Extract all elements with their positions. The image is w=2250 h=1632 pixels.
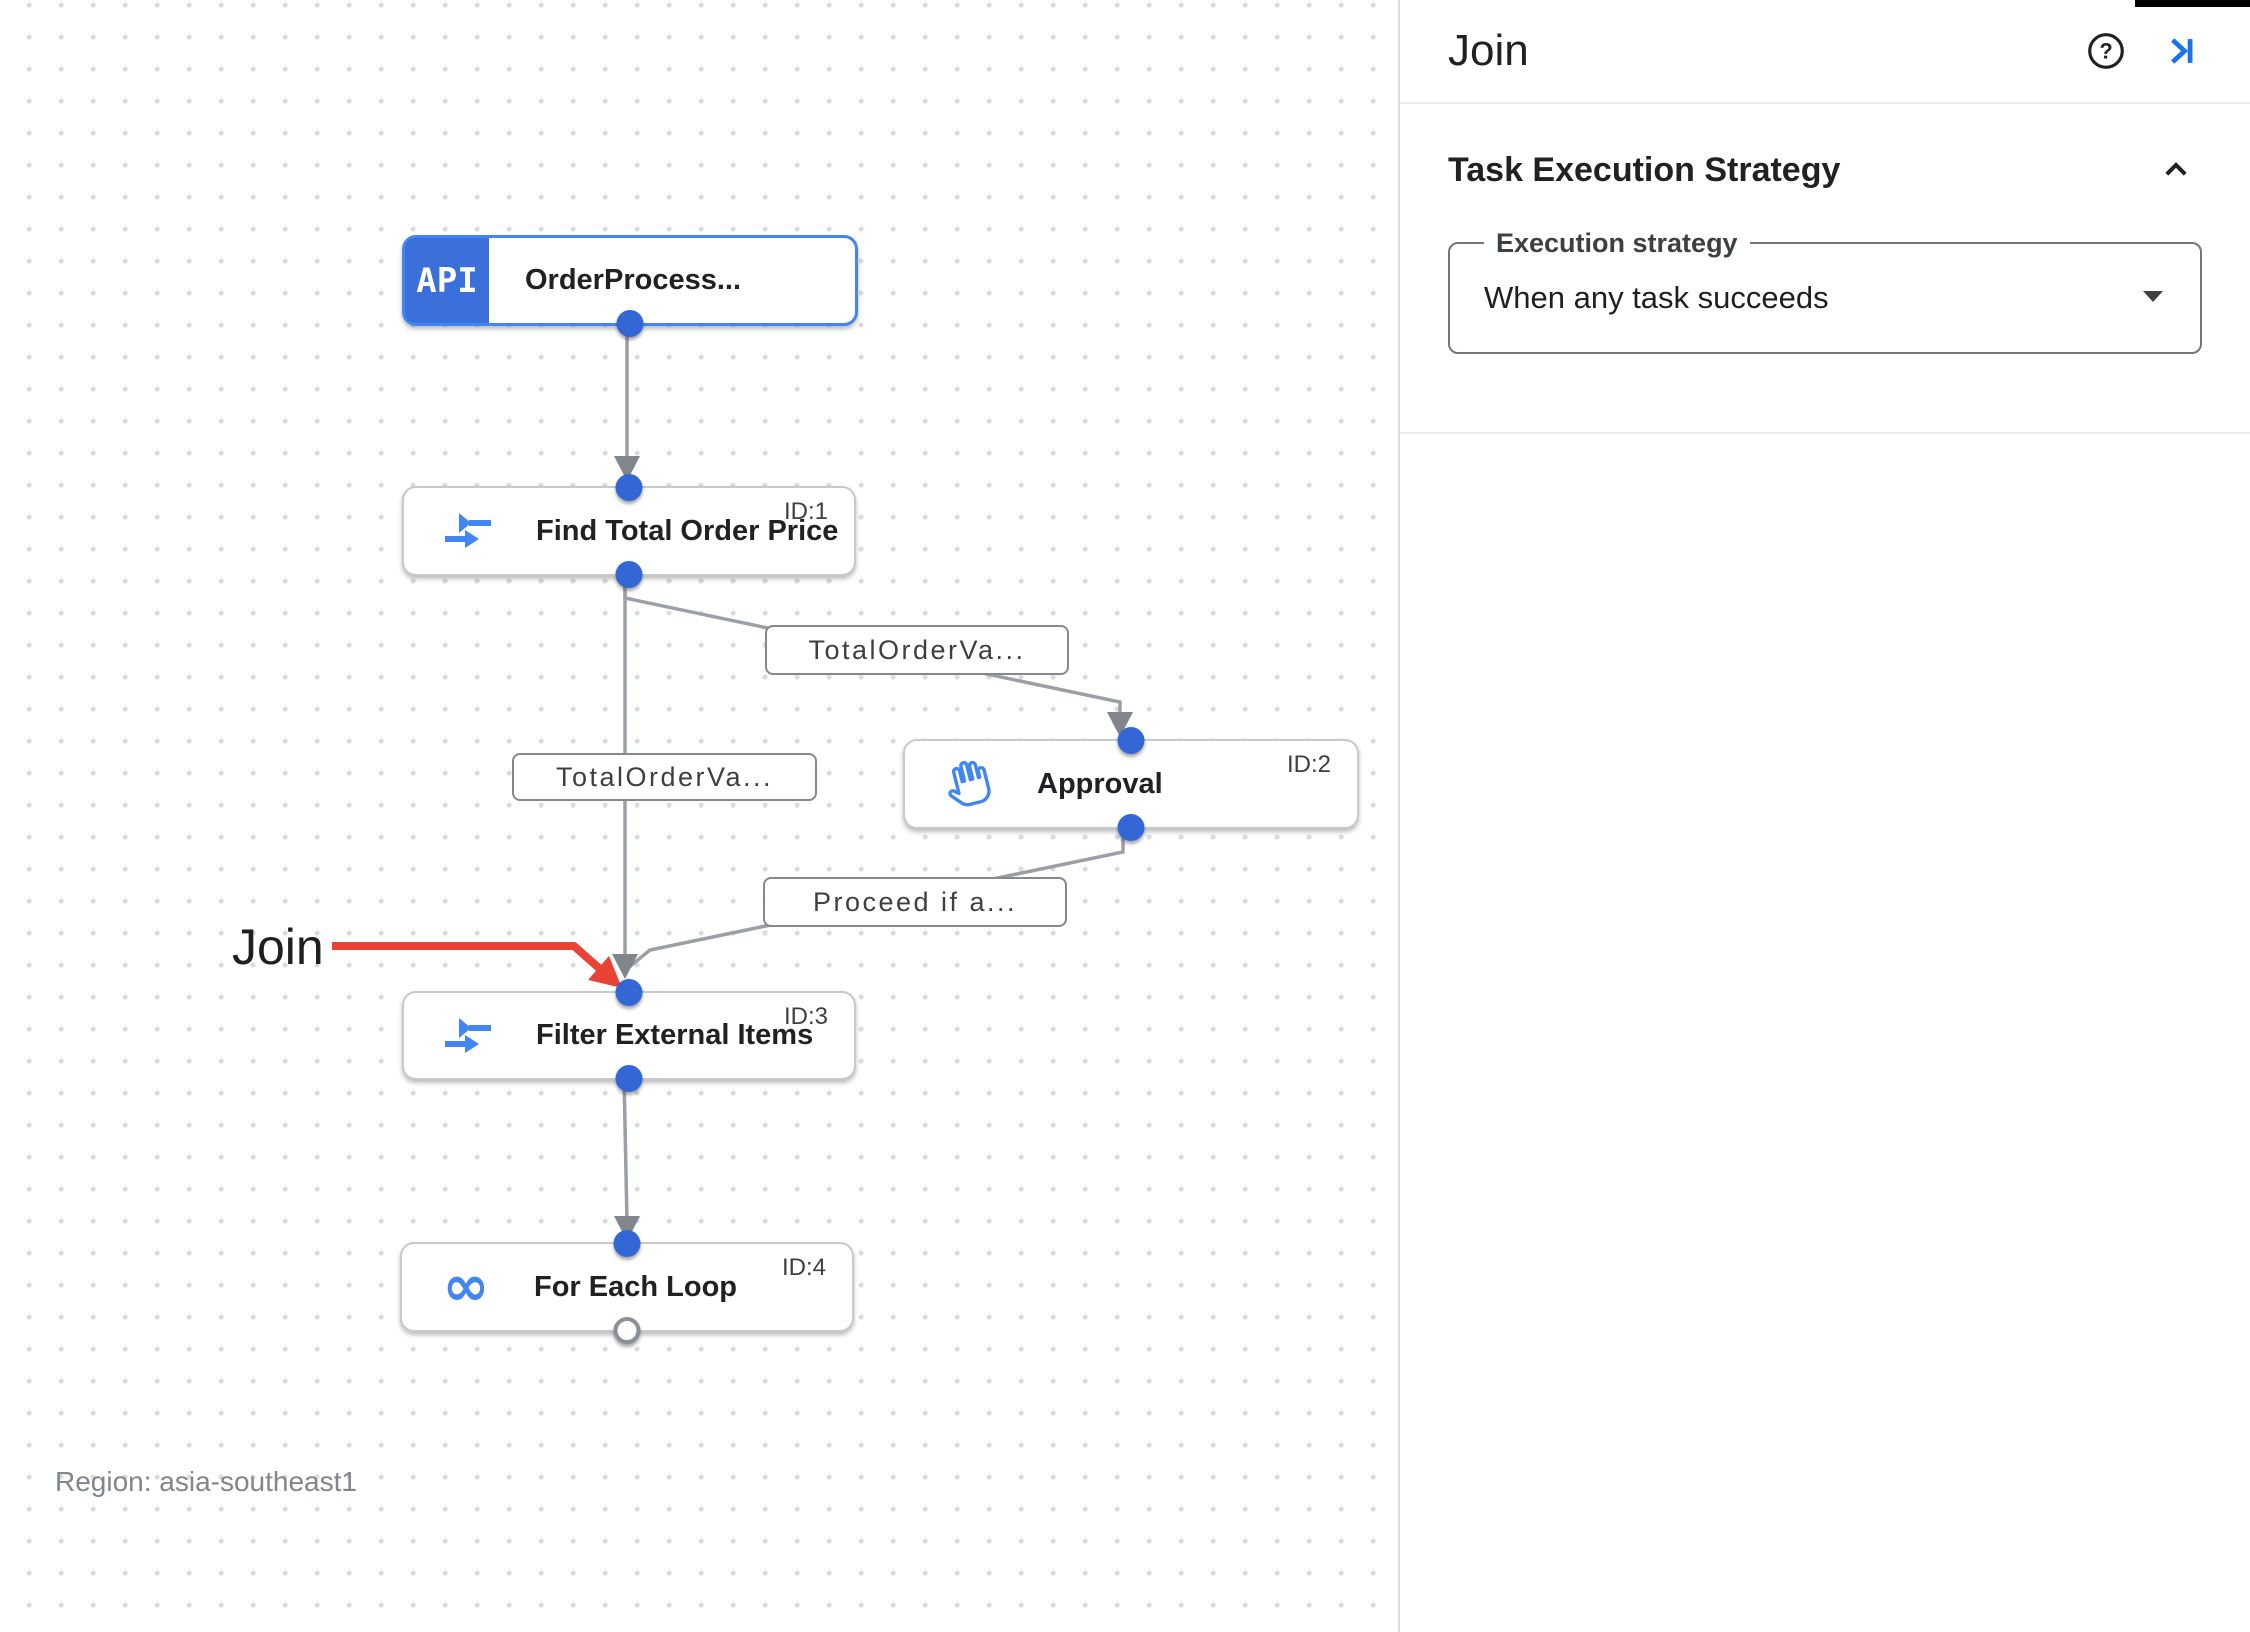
loop-icon: ∞ (442, 1254, 490, 1319)
connector-dot[interactable] (615, 1065, 643, 1092)
execution-strategy-label: Execution strategy (1484, 228, 1750, 259)
window-edge-artifact (2135, 0, 2250, 7)
connector-dot[interactable] (615, 979, 643, 1006)
node-id-badge: ID:2 (1286, 751, 1331, 778)
connector-dot[interactable] (616, 310, 644, 337)
arrowhead (612, 954, 638, 979)
arrowhead (614, 1216, 640, 1241)
connector-dot-empty[interactable] (613, 1317, 641, 1344)
connector-dot[interactable] (615, 561, 643, 588)
connector-dot[interactable] (613, 1230, 641, 1257)
help-icon[interactable]: ? (2080, 25, 2132, 77)
node-title: Filter External Items (536, 1019, 814, 1051)
region-label: Region: asia-southeast1 (55, 1466, 357, 1497)
workflow-canvas[interactable]: TotalOrderVa... TotalOrderVa... Proceed … (0, 0, 1400, 1632)
node-id-badge: ID:3 (783, 1003, 828, 1030)
node-id-badge: ID:1 (783, 498, 828, 525)
node-title: Find Total Order Price (536, 514, 839, 547)
chevron-down-icon (2140, 287, 2166, 310)
section-title: Task Execution Strategy (1448, 150, 1841, 189)
connector-dot[interactable] (615, 474, 643, 501)
hand-icon (937, 760, 1001, 808)
node-order-process-trigger[interactable]: API OrderProcess... (402, 235, 858, 337)
join-annotation-arrow (332, 942, 622, 988)
config-panel: Join ? Task Execution Strategy (1398, 0, 2250, 1632)
connector-dot[interactable] (1117, 814, 1145, 841)
node-approval[interactable]: ID:2 Approval (903, 727, 1359, 841)
join-annotation-text: Join (232, 919, 324, 975)
data-mapping-icon (436, 511, 500, 551)
collapse-panel-icon[interactable] (2154, 25, 2206, 77)
node-filter-external-items[interactable]: ID:3 Filter External Items (402, 979, 856, 1092)
arrowhead (1107, 712, 1133, 737)
chevron-up-icon[interactable] (2150, 144, 2202, 196)
execution-strategy-value: When any task succeeds (1484, 280, 1829, 315)
panel-title: Join (1448, 26, 1529, 75)
node-title: Approval (1037, 767, 1163, 800)
connector-dot[interactable] (1117, 727, 1145, 754)
edge-label-total-order-value-right[interactable]: TotalOrderVa... (765, 625, 1069, 675)
edge-label-total-order-value-left[interactable]: TotalOrderVa... (512, 753, 817, 801)
edge-filter-to-foreach (622, 1075, 629, 1223)
api-trigger-icon: API (405, 238, 489, 323)
node-find-total-order-price[interactable]: ID:1 Find Total Order Price (402, 474, 856, 588)
execution-strategy-select[interactable]: Execution strategy When any task succeed… (1448, 228, 2202, 354)
node-title: For Each Loop (534, 1270, 737, 1303)
node-id-badge: ID:4 (781, 1254, 826, 1281)
task-execution-strategy-section: Task Execution Strategy Execution strate… (1400, 104, 2250, 434)
svg-text:?: ? (2099, 39, 2112, 64)
edge-label-proceed-if[interactable]: Proceed if a... (763, 877, 1067, 927)
data-mapping-icon (436, 1016, 500, 1056)
arrowhead (614, 456, 640, 481)
node-title: OrderProcess... (525, 264, 741, 296)
config-panel-header: Join ? (1400, 0, 2250, 104)
node-for-each-loop[interactable]: ID:4 ∞ For Each Loop (400, 1230, 854, 1344)
